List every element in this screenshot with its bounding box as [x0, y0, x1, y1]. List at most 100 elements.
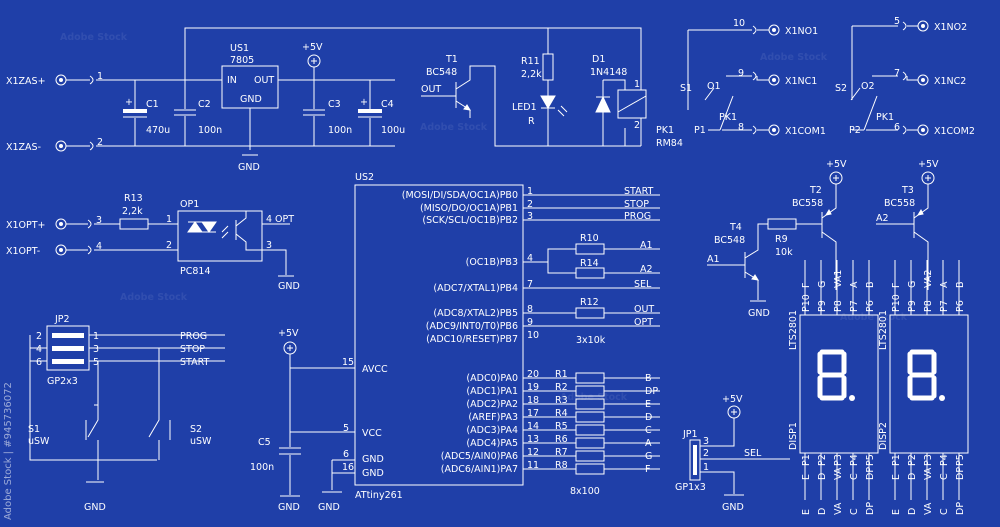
- x1nc1-label: X1NC1: [785, 76, 817, 87]
- svg-text:Adobe Stock: Adobe Stock: [420, 122, 488, 133]
- pin-number: 9: [527, 317, 533, 328]
- pk1-part: RM84: [656, 138, 683, 149]
- pin-label: 6: [36, 357, 42, 368]
- gnd-label: GND: [84, 502, 106, 513]
- disp-part: LTS2801: [878, 310, 889, 350]
- net-a2: A2: [640, 264, 653, 275]
- net-stop: STOP: [180, 344, 205, 355]
- net-stop: STOP: [624, 199, 649, 210]
- disp-part: LTS2801: [788, 310, 799, 350]
- stock-watermark-id: Adobe Stock | #945736072: [3, 300, 17, 520]
- mcu-pin-label: (ADC8/XTAL2)PB5: [433, 308, 518, 319]
- disp-seg-label: E: [891, 474, 902, 480]
- transistor-t1: [421, 65, 641, 147]
- p1-label: P1: [694, 125, 706, 136]
- c5-label: C5: [258, 437, 271, 448]
- digit-eight: [907, 349, 937, 401]
- disp-seg-label: VA2: [923, 270, 934, 288]
- diode-d1: [595, 79, 626, 146]
- r11-value: 2,2k: [521, 69, 542, 80]
- pin-number: 2: [527, 199, 533, 210]
- disp-seg-label: C: [939, 508, 950, 515]
- o2-label: O2: [861, 81, 875, 92]
- relay-contacts: S1 O1 P1 PK1 10 9 8 X1NO1 X1NC1 X1COM1 S…: [680, 16, 975, 137]
- r-pack-label: R2: [555, 382, 568, 393]
- led1: [540, 95, 568, 117]
- r11-label: R11: [521, 56, 540, 67]
- s1-type: uSW: [28, 436, 50, 447]
- r12-label: R12: [580, 297, 599, 308]
- disp-pin-label: P1: [801, 454, 812, 466]
- disp-pin-label: P1: [891, 454, 902, 466]
- pin-label: 8: [738, 122, 744, 133]
- pk1-name: PK1: [656, 125, 674, 136]
- mcu-pin-label: (SCK/SCL/OC1B)PB2: [422, 215, 518, 226]
- pin-number: 12: [527, 447, 539, 458]
- mcu-pin-label: (MISO/DO/OC1A)PB1: [420, 203, 518, 214]
- us2-name: US2: [355, 172, 374, 183]
- pin-number: 4: [527, 253, 533, 264]
- mcu-pin-label: (ADC5/AIN0)PA6: [441, 451, 518, 462]
- disp-seg-label: C: [849, 508, 860, 515]
- pin-label: 5: [894, 16, 900, 27]
- s2-label: S2: [835, 83, 847, 94]
- pin-label: 6: [343, 449, 349, 460]
- c1-value: 470u: [146, 125, 170, 136]
- vcc-label: +5V: [918, 159, 939, 170]
- net-d: D: [645, 412, 652, 423]
- vcc-label: +5V: [722, 394, 743, 405]
- pin-label: 7: [894, 68, 900, 79]
- x1no1-label: X1NO1: [785, 26, 818, 37]
- op1-name: OP1: [180, 199, 199, 210]
- t4-a1: A1: [707, 254, 720, 265]
- r-pack-label: R3: [555, 395, 568, 406]
- terminal: [752, 24, 780, 36]
- s2-label: S2: [190, 424, 202, 435]
- x1com2-label: X1COM2: [934, 126, 975, 137]
- pin-label: 2: [36, 331, 42, 342]
- net-sel: SEL: [634, 279, 652, 290]
- pin-label: 2: [166, 240, 172, 251]
- disp-pin-label: P8: [923, 300, 934, 312]
- disp-seg-label: E: [801, 509, 812, 515]
- connector-x1opt-minus-label: X1OPT-: [6, 246, 40, 257]
- terminal-x1zas-plus: [55, 74, 94, 86]
- net-dp: DP: [645, 386, 658, 397]
- net-prog: PROG: [180, 331, 207, 342]
- connector-x1zas-plus-label: X1ZAS+: [6, 76, 46, 87]
- disp-name: DISP1: [788, 422, 799, 450]
- mcu-pin-label: (AREF)PA3: [468, 412, 518, 423]
- terminal: [55, 218, 92, 230]
- resistor-r13: [94, 218, 178, 251]
- net-e: E: [645, 399, 651, 410]
- terminal: [902, 71, 929, 86]
- disp-seg-label: DP: [865, 467, 876, 480]
- relay-driver-section: T1 BC548 OUT R11 2,2k LED1 R D1 1N4148: [421, 28, 683, 149]
- pin-number: 10: [527, 330, 539, 341]
- watermark-overlay: Adobe Stock Adobe Stock Adobe Stock Adob…: [60, 32, 908, 403]
- terminal: [902, 124, 929, 136]
- pin-number: 1: [527, 186, 533, 197]
- r14-label: R14: [580, 258, 599, 269]
- pin-label: 5: [343, 423, 349, 434]
- us1-part: 7805: [230, 55, 254, 66]
- display-1: FP10GP9VA1P8AP7BP6EP1EDP2DVAP3VACP4CDPP5…: [788, 260, 879, 515]
- mcu-pin-label: (ADC3)PA4: [466, 425, 518, 436]
- mcu-pin-label: (OC1B)PB3: [466, 257, 518, 268]
- switch-s1: [85, 404, 99, 460]
- pin-number: 14: [527, 421, 539, 432]
- svg-text:Adobe Stock: Adobe Stock: [840, 312, 908, 323]
- op1-part: PC814: [180, 266, 211, 277]
- net-opt: OPT: [634, 317, 653, 328]
- pin-label: 9: [738, 68, 744, 79]
- pin-label: 15: [342, 357, 354, 368]
- gnd-label: GND: [748, 308, 770, 319]
- pin-label: 3: [93, 344, 99, 355]
- pin-number: 17: [527, 408, 539, 419]
- mcu-pin-label: (ADC9/INT0/T0)PB6: [426, 321, 518, 332]
- vcc-symbol: [307, 54, 321, 80]
- r-pack-label: R1: [555, 369, 568, 380]
- net-a: A: [645, 438, 652, 449]
- disp-seg-label: B: [865, 281, 876, 288]
